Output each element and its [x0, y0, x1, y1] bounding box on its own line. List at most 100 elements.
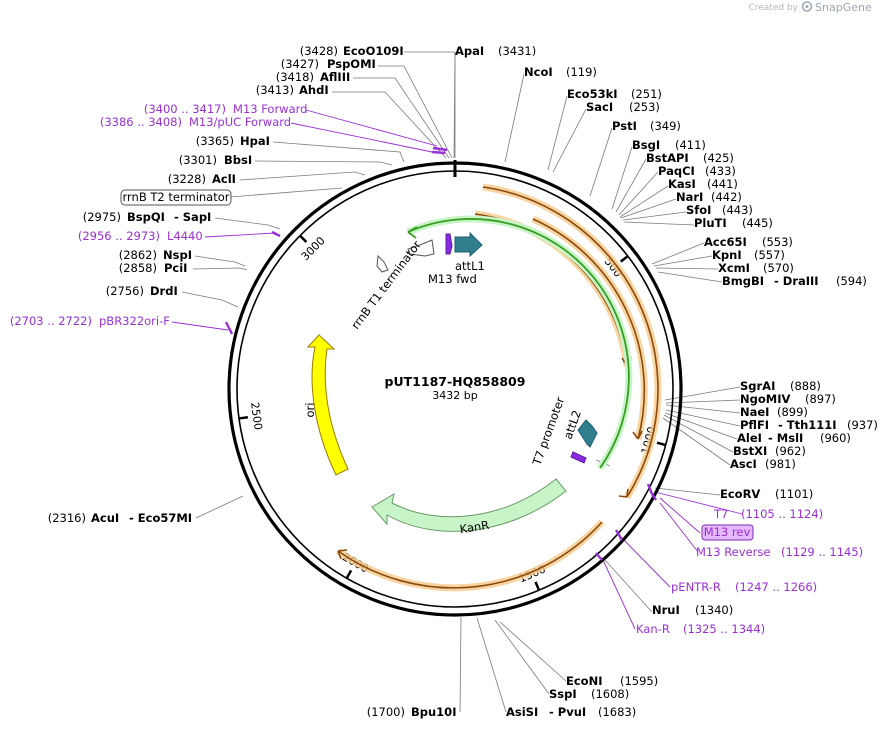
enzyme-name: SgrAI: [740, 379, 775, 393]
rrnB-t1-label: rrnB T1 terminator: [348, 238, 424, 332]
enzyme-name: BspQI: [127, 210, 165, 224]
primer-range: (1247 .. 1266): [735, 580, 817, 594]
rrnB-t2-mark[interactable]: [376, 254, 389, 273]
primer-name: Kan-R: [636, 622, 670, 636]
enzyme-name: BstXI: [733, 444, 767, 458]
enzyme-pos: (1608): [591, 687, 629, 701]
enzyme-name: PluTI: [694, 216, 727, 230]
enzyme-name: NspI: [163, 248, 192, 262]
enzyme-name: NruI: [652, 603, 680, 617]
enzyme-pos: (2858): [119, 261, 157, 275]
tick-mark: [534, 581, 541, 591]
enzyme-name: ApaI: [455, 44, 484, 58]
primer-leader-lines: [171, 109, 743, 630]
enzyme-name: BsgI: [632, 138, 660, 152]
enzyme-pos: (570): [763, 261, 794, 275]
enzyme-pos: (3301): [179, 153, 217, 167]
enzyme-pos: (557): [754, 248, 785, 262]
enzyme-name: SspI: [549, 687, 577, 701]
enzyme-pos: (1340): [695, 603, 733, 617]
kanr-feature[interactable]: [371, 478, 567, 532]
primer-range: (2703 .. 2722): [10, 314, 92, 328]
enzyme-name: AcuI: [91, 511, 119, 525]
enzyme-name: NaeI: [740, 405, 769, 419]
rrnB-t1-terminator-mark[interactable]: [407, 239, 435, 257]
enzyme-pos: (443): [722, 203, 753, 217]
primer-range: (1105 .. 1124): [741, 507, 823, 521]
enzyme-name: BmgBI: [722, 274, 764, 288]
enzyme-pos: (888): [790, 379, 821, 393]
enzyme-name: SacI: [586, 100, 613, 114]
primer-labels: (3400 .. 3417) M13 Forward (3386 .. 3408…: [10, 102, 863, 636]
enzyme-name: Acc65I: [704, 235, 747, 249]
primer-range: (1129 .. 1145): [781, 545, 863, 559]
enzyme-name: AsiSI: [506, 705, 538, 719]
enzyme-name: AhdI: [299, 83, 329, 97]
m13-rev-label: M13 rev: [704, 525, 751, 539]
enzyme-pos: (594): [836, 274, 867, 288]
ori-feature[interactable]: [306, 334, 349, 476]
enzyme-pos: (445): [742, 216, 773, 230]
enzyme-name: NarI: [676, 190, 703, 204]
enzyme-extra: - Eco57MI: [129, 511, 192, 525]
enzyme-pos: (442): [711, 190, 742, 204]
enzyme-pos: (3418): [276, 70, 314, 84]
tick-mark: [345, 569, 353, 579]
rrnB-t2-box[interactable]: [120, 189, 232, 206]
right-enzymes: ApaI (3431) NcoI (119) Eco53kI (251) Sac…: [455, 44, 878, 719]
enzyme-pos: (2862): [119, 248, 157, 262]
enzyme-pos: (899): [777, 405, 808, 419]
enzyme-name: BbsI: [224, 153, 252, 167]
enzyme-name: PstI: [612, 119, 637, 133]
enzyme-pos: (253): [629, 100, 660, 114]
primer-name: M13/pUC Forward: [189, 115, 291, 129]
tick-label: 2500: [248, 401, 265, 430]
enzyme-pos: (962): [775, 444, 806, 458]
enzyme-pos: (433): [705, 164, 736, 178]
primer-range: (3400 .. 3417): [144, 102, 226, 116]
attL2-arrow[interactable]: [577, 419, 598, 448]
enzyme-pos: (251): [631, 87, 662, 101]
enzyme-name: XcmI: [718, 261, 750, 275]
enzyme-extra: - PvuI: [549, 705, 586, 719]
enzyme-pos: (3228): [168, 172, 206, 186]
enzyme-name: SfoI: [686, 203, 711, 217]
primer-name: M13 Reverse: [696, 545, 770, 559]
primer-marks: [224, 146, 657, 561]
enzyme-pos: (960): [820, 431, 851, 445]
enzyme-pos: (3431): [498, 44, 536, 58]
enzyme-pos: (349): [650, 119, 681, 133]
snapgene-brand: SnapGene: [815, 1, 872, 14]
kanr-label: KanR: [459, 518, 490, 536]
enzyme-pos: (411): [675, 138, 706, 152]
m13-rev-box[interactable]: [701, 524, 754, 541]
enzyme-name: Eco53kI: [567, 87, 618, 101]
tick-mark: [299, 234, 308, 243]
enzyme-extra: - DraIII: [774, 274, 819, 288]
enzyme-pos: (1683): [598, 705, 636, 719]
enzyme-pos: (1595): [620, 674, 658, 688]
enzyme-name: PciI: [164, 261, 187, 275]
enzyme-pos: (2975): [83, 210, 121, 224]
primer-range: (3386 .. 3408): [100, 115, 182, 129]
enzyme-pos: (1700): [367, 705, 405, 719]
attL1-arrow[interactable]: [454, 231, 483, 258]
enzyme-name: AscI: [730, 457, 757, 471]
t7-mark[interactable]: [570, 451, 587, 464]
enzyme-name: EcoRV: [720, 487, 760, 501]
enzyme-name: KasI: [668, 177, 696, 191]
plasmid-name: pUT1187-HQ858809: [385, 374, 526, 389]
snapgene-logo-icon: [801, 1, 813, 12]
enzyme-name: PaqCI: [658, 164, 695, 178]
green-arc: [406, 215, 633, 471]
primer-name: pBR322ori-F: [99, 314, 170, 328]
m13-fwd-mark[interactable]: [445, 233, 453, 255]
primer-name: T7: [713, 507, 728, 521]
enzyme-name: KpnI: [712, 248, 742, 262]
m13-fwd-label: M13 fwd: [428, 272, 477, 286]
enzyme-name: AflIII: [320, 70, 350, 84]
primer-range: (2956 .. 2973): [78, 229, 160, 243]
tick-mark: [238, 415, 249, 420]
enzyme-pos: (425): [703, 151, 734, 165]
